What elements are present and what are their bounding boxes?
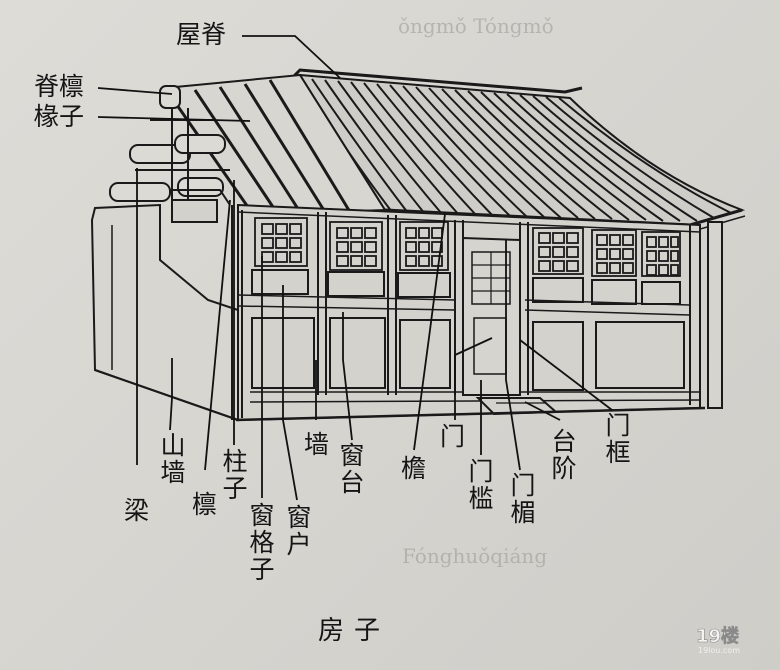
gable-wall-shape [90,203,239,422]
label-lintel: 门楣 [507,472,536,526]
site-watermark-logo: 19楼 19lou.com [696,625,741,655]
label-rafter: 椽子 [34,102,85,131]
label-door: 门 [440,422,466,451]
figure-caption: 房子 [318,616,391,646]
leader-window [282,285,298,501]
leader-door [454,337,493,420]
label-purlin: 檩 [192,490,218,519]
rafters [168,79,352,213]
leader-lines [97,35,613,501]
downpipe [707,221,723,409]
label-window-lattice: 窗格子 [246,502,275,583]
leader-door-frame [519,339,613,411]
leader-purlin [204,199,231,471]
label-window: 窗户 [283,504,312,558]
bleed-through-text: Fónghuǒqiáng [402,544,548,568]
label-wall: 墙 [304,430,330,459]
leader-window-sill [342,312,353,441]
label-ridge-purlin: 脊檩 [34,72,85,101]
leader-ridge-purlin [97,87,173,95]
svg-text:19楼: 19楼 [696,625,739,647]
bleed-through-text: ǒngmǒ Tóngmǒ [398,14,554,38]
leader-lintel [505,240,521,471]
svg-text:19lou.com: 19lou.com [698,646,740,655]
window-lattices [254,217,681,277]
label-eave: 檐 [401,454,427,483]
label-steps: 台阶 [548,428,577,482]
leader-eave [413,213,446,451]
leader-ridge [242,35,341,79]
label-column: 柱子 [219,448,248,502]
label-ridge: 屋脊 [176,20,227,49]
roof-tiles [300,77,732,222]
label-door-frame: 门框 [602,412,631,466]
label-threshold: 门槛 [465,458,494,512]
leader-steps [524,401,561,421]
label-window-sill: 窗台 [336,442,365,496]
ridge-line [290,68,583,94]
leader-rafter [97,116,251,122]
leader-gable-wall [169,358,173,431]
label-beam: 梁 [124,496,150,525]
label-gable-wall: 山墙 [157,432,186,486]
